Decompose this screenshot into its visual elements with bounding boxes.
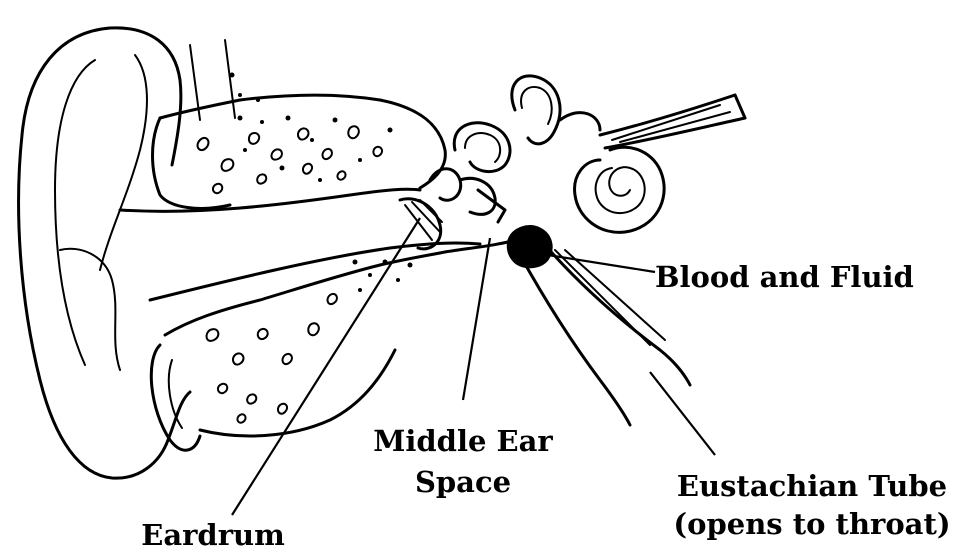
leader-eardrum [232, 218, 420, 515]
label-middle-ear-line2: Space [415, 465, 511, 499]
label-blood-and-fluid: Blood and Fluid [655, 260, 914, 294]
leader-middle-ear-space [463, 238, 490, 400]
temporal-bone-upper [153, 40, 446, 208]
leader-eustachian-tube [650, 372, 715, 455]
temporal-bone-lower [165, 252, 445, 436]
label-middle-ear-line1: Middle Ear [373, 424, 553, 458]
label-eustachian-line1: Eustachian Tube [677, 469, 947, 503]
outer-ear-pinna [19, 28, 200, 478]
blood-fluid-fill [507, 226, 552, 268]
eardrum-and-ossicles [400, 169, 505, 249]
leader-blood-and-fluid [548, 255, 655, 272]
inner-ear [454, 76, 745, 233]
middle-ear-and-tube [445, 240, 690, 425]
label-eardrum: Eardrum [141, 518, 285, 552]
label-eustachian-line2: (opens to throat) [673, 507, 950, 541]
